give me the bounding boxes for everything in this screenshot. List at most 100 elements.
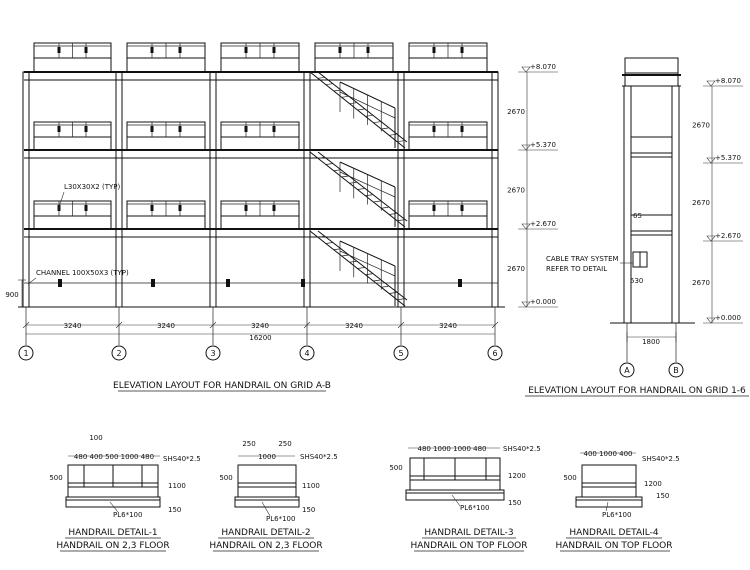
e16-level-1: +5.370 [715,154,741,162]
detail2-subtitle: HANDRAIL ON 2,3 FLOOR [209,541,322,551]
detail3-dims: 480 1000 1000 480 [417,445,486,453]
e16-height-2: 2670 [692,279,710,287]
e16-level-marker [706,157,716,164]
handrail-detail-4: 400 1000 400 SHS40*2.5 500 1200 150 PL6*… [556,450,680,552]
grid-bubble-circle [205,345,221,361]
detail4-title: HANDRAIL DETAIL-4 [569,528,658,538]
detail4-pl: PL6*100 [602,511,631,519]
ab-level-marker [521,144,531,151]
handrail-panel [408,121,488,150]
ab-height-1: 2670 [507,187,525,195]
e16-level-marker [706,80,716,87]
handrail-panel [126,200,206,229]
detail4-h1200: 1200 [644,480,662,488]
detail1-subtitle: HANDRAIL ON 2,3 FLOOR [56,541,169,551]
column-5 [397,71,405,308]
grid-bubble-b: B [673,366,679,375]
grid-bubble-circle [18,345,34,361]
channel-marker [458,279,462,287]
detail2-dim-250b: 250 [278,440,291,448]
handrail-panel [220,200,300,229]
column-4 [303,71,311,308]
dim-65: 65 [633,212,642,220]
bay-dim-1: 3240 [64,322,82,330]
dim-tick [115,321,123,329]
detail2-dim-1000: 1000 [258,453,276,461]
stair-flight-2 [309,151,408,228]
dim-tick [22,321,30,329]
ab-height-0: 2670 [507,108,525,116]
detail4-shs: SHS40*2.5 [642,455,680,463]
channel-marker [301,279,305,287]
detail1-h500: 500 [49,474,62,482]
handrail-detail-1: 100 480 400 500 1000 480 SHS40*2.5 500 1… [49,434,201,552]
e16-level-3: +0.000 [715,314,741,322]
dim-530: 530 [630,277,643,285]
grid-bubble-1: 1 [23,349,28,358]
e16-level-marker [706,317,716,324]
detail3-title: HANDRAIL DETAIL-3 [424,528,513,538]
stair-flight-3 [309,230,408,307]
grid-bubble-4: 4 [304,349,309,358]
note-cable-tray-2: REFER TO DETAIL [546,265,607,273]
detail2-shs: SHS40*2.5 [300,453,338,461]
handrail-panel [126,121,206,150]
detail1-shs: SHS40*2.5 [163,455,201,463]
detail4-h150: 150 [656,492,669,500]
detail3-pl: PL6*100 [460,504,489,512]
detail1-pl: PL6*100 [113,511,142,519]
detail2-h150: 150 [302,506,315,514]
detail2-h500: 500 [219,474,232,482]
grid-bubble-6: 6 [492,349,497,358]
handrail-panel [220,42,300,71]
note-channel-typ: CHANNEL 100X50X3 (TYP) [36,269,129,277]
ab-level-marker [521,66,531,73]
grid-bubble-circle [393,345,409,361]
channel-marker [151,279,155,287]
detail1-h1100: 1100 [168,482,186,490]
elevation-1-6-title: ELEVATION LAYOUT FOR HANDRAIL ON GRID 1-… [528,386,746,396]
grid-bubble-5: 5 [398,349,403,358]
dim-900: 900 [5,291,18,299]
handrail-panel [33,121,112,150]
detail2-pl: PL6*100 [266,515,295,523]
detail2-title: HANDRAIL DETAIL-2 [221,528,310,538]
handrail-panel [314,42,394,71]
detail3-h1200: 1200 [508,472,526,480]
column-1 [22,71,30,308]
detail3-h150: 150 [508,499,521,507]
e16-height-0: 2670 [692,122,710,130]
ab-level-0: +8.070 [530,63,556,71]
handrail-detail-3: 480 1000 1000 480 SHS40*2.5 500 1200 150… [389,445,541,552]
channel-marker [58,279,62,287]
dim-total-16200: 16200 [249,334,271,342]
dim-tick [397,321,405,329]
grid-bubble-a: A [624,366,630,375]
column-3 [209,71,217,308]
handrail-panel [33,200,112,229]
handrail-detail-2: 250 250 1000 SHS40*2.5 500 1100 150 PL6*… [209,440,338,552]
ab-level-marker [521,301,531,308]
e16-level-marker [706,235,716,242]
dim-tick [491,321,499,329]
bay-dim-5: 3240 [439,322,457,330]
dim-tick [209,321,217,329]
e16-level-0: +8.070 [715,77,741,85]
ab-level-marker [521,223,531,230]
grid-bubble-circle [487,345,503,361]
channel-marker [226,279,230,287]
bay-dim-4: 3240 [345,322,363,330]
handrail-panel [33,42,112,71]
bay-dim-2: 3240 [157,322,175,330]
detail1-h150: 150 [168,506,181,514]
detail3-subtitle: HANDRAIL ON TOP FLOOR [411,541,528,551]
e16-level-2: +2.670 [715,232,741,240]
dim-1800: 1800 [642,338,660,346]
handrail-panel [408,42,488,71]
bay-dim-3: 3240 [251,322,269,330]
detail1-dim-top: 100 [89,434,102,442]
detail4-h500: 500 [563,474,576,482]
